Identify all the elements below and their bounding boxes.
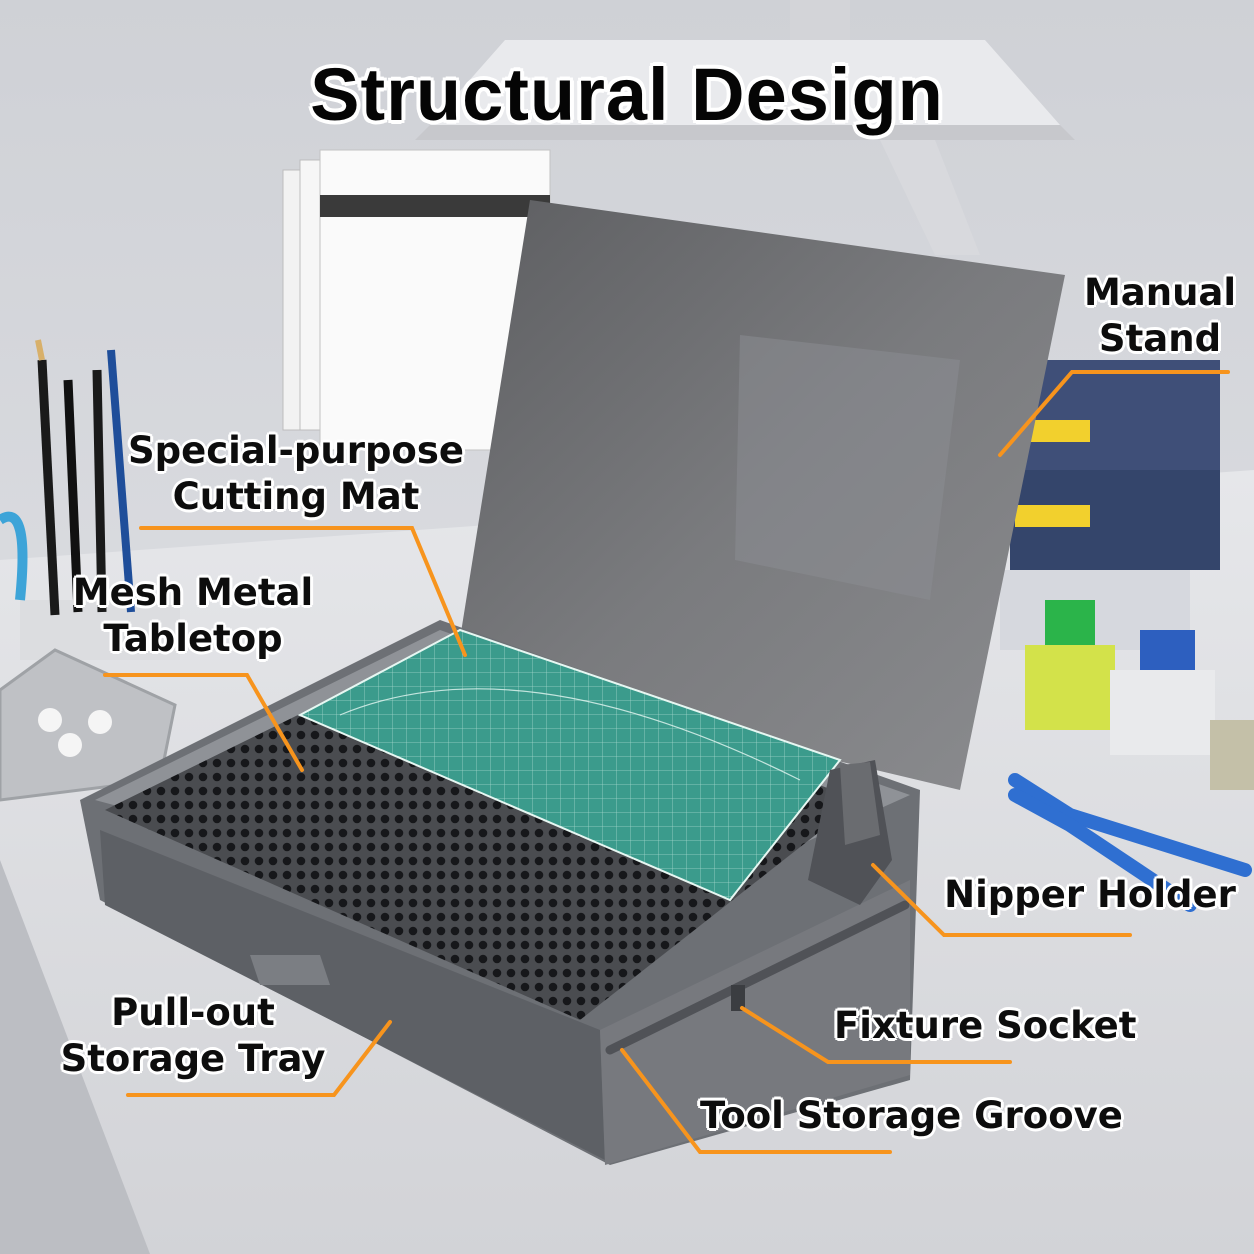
callout-line: Pull-out — [111, 991, 275, 1034]
callout-line: Tabletop — [103, 617, 283, 660]
leader-manual-stand — [998, 370, 1230, 457]
leader-nipper-holder — [871, 863, 1132, 937]
parts-tray — [0, 648, 177, 802]
paint-bottles — [1025, 600, 1254, 790]
callout-nipper-holder: Nipper Holder — [940, 872, 1240, 918]
brush-set — [0, 339, 180, 660]
callout-fixture-socket: Fixture Socket — [834, 1003, 1137, 1049]
leader-lines — [103, 370, 1230, 1154]
callout-line: Mesh Metal — [72, 571, 314, 614]
leader-fixture-socket — [740, 1006, 1012, 1064]
manual-stand-reflection — [735, 335, 960, 600]
callout-line: Tool Storage Groove — [700, 1094, 1123, 1137]
nipper-holder — [808, 760, 892, 905]
leader-cutting-mat — [139, 526, 467, 657]
leader-storage-tray — [126, 1020, 392, 1097]
callout-line: Nipper Holder — [944, 873, 1236, 916]
callout-storage-tray: Pull-out Storage Tray — [58, 990, 328, 1082]
cutting-mat — [297, 628, 842, 902]
model-kit-boxes — [1000, 360, 1220, 650]
callout-mesh-tabletop: Mesh Metal Tabletop — [68, 570, 318, 662]
callout-cutting-mat: Special-purpose Cutting Mat — [126, 428, 466, 520]
callout-line: Stand — [1098, 317, 1222, 360]
callout-line: Storage Tray — [60, 1037, 326, 1080]
leader-mesh-tabletop — [103, 673, 304, 772]
page-title: Structural Design — [310, 53, 944, 136]
desk-edge — [0, 860, 150, 1254]
callout-line: Cutting Mat — [172, 475, 420, 518]
nippers — [1008, 773, 1252, 912]
callout-tool-groove: Tool Storage Groove — [700, 1093, 1123, 1139]
callout-line: Special-purpose — [128, 429, 464, 472]
callout-line: Manual — [1083, 271, 1237, 314]
callout-manual-stand: Manual Stand — [1070, 270, 1250, 362]
callout-line: Fixture Socket — [834, 1004, 1137, 1047]
desk-lamp — [415, 0, 1075, 255]
leader-tool-groove — [620, 1048, 892, 1154]
